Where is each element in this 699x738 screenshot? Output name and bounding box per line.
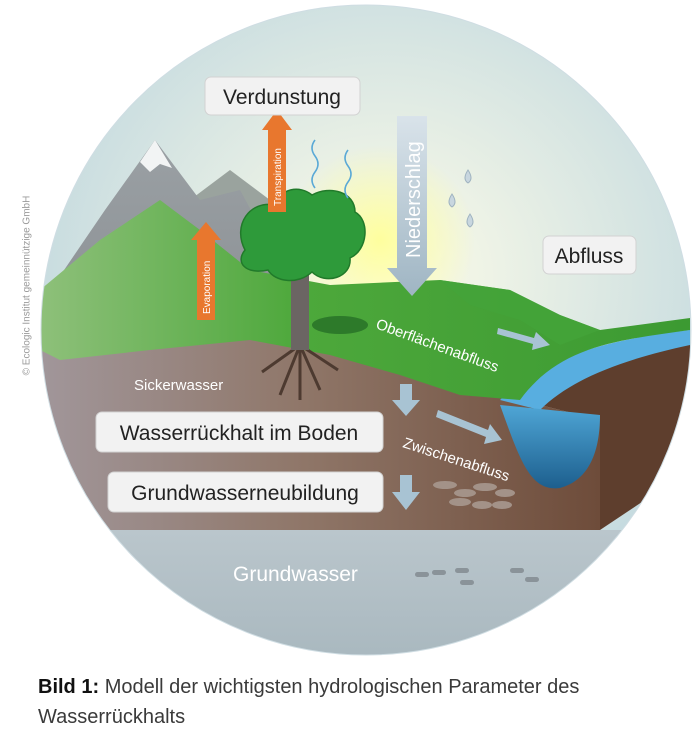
tree-shadow xyxy=(312,316,368,334)
verdunstung-box: Verdunstung xyxy=(204,76,361,116)
sickerwasser-label: Sickerwasser xyxy=(134,377,223,394)
verdunstung-label: Verdunstung xyxy=(223,86,341,109)
niederschlag-label: Niederschlag xyxy=(403,141,425,258)
evaporation-arrow xyxy=(191,222,221,320)
stream xyxy=(500,330,690,410)
caption-text: Modell der wichtigsten hydrologischen Pa… xyxy=(38,676,580,728)
mountain-snow xyxy=(140,140,172,172)
soil-stones xyxy=(433,481,515,509)
tree-roots xyxy=(261,343,339,400)
groundwater-layer xyxy=(41,530,691,655)
zwischenabfluss-arrow xyxy=(436,410,502,444)
seepage-arrow-lower xyxy=(392,475,420,510)
soil-side-face xyxy=(520,330,690,530)
groundwater-stones xyxy=(415,568,539,585)
hydrology-diagram: Niederschlag Transpiration Evaporation O… xyxy=(40,4,692,656)
wasserrueckhalt-label: Wasserrückhalt im Boden xyxy=(120,422,358,445)
grass-slope-highlight xyxy=(440,280,600,345)
niederschlag-arrow xyxy=(387,116,437,296)
vapor-squiggles xyxy=(311,139,352,199)
stream-cross-section xyxy=(500,405,600,489)
figure-caption: Bild 1: Modell der wichtigsten hydrologi… xyxy=(38,672,678,732)
caption-label: Bild 1: xyxy=(38,676,100,698)
grundwasser-label: Grundwasser xyxy=(233,563,358,586)
transpiration-arrow xyxy=(262,110,292,212)
transpiration-label: Transpiration xyxy=(273,148,284,206)
abfluss-label: Abfluss xyxy=(555,245,624,268)
rain-drops xyxy=(448,169,474,228)
globe-outline xyxy=(40,4,692,656)
tree xyxy=(239,188,368,400)
seepage-arrow-upper xyxy=(392,384,420,416)
grundwasserneubildung-box: Grundwasserneubildung xyxy=(107,471,384,513)
evaporation-label: Evaporation xyxy=(202,261,213,314)
copyright-note: © Ecologic Institut gemeinnützige GmbH xyxy=(21,195,33,376)
grundwasserneubildung-label: Grundwasserneubildung xyxy=(131,482,359,505)
oberflaechenabfluss-arrow xyxy=(497,328,550,350)
abfluss-box: Abfluss xyxy=(542,235,637,275)
wasserrueckhalt-box: Wasserrückhalt im Boden xyxy=(95,411,384,453)
